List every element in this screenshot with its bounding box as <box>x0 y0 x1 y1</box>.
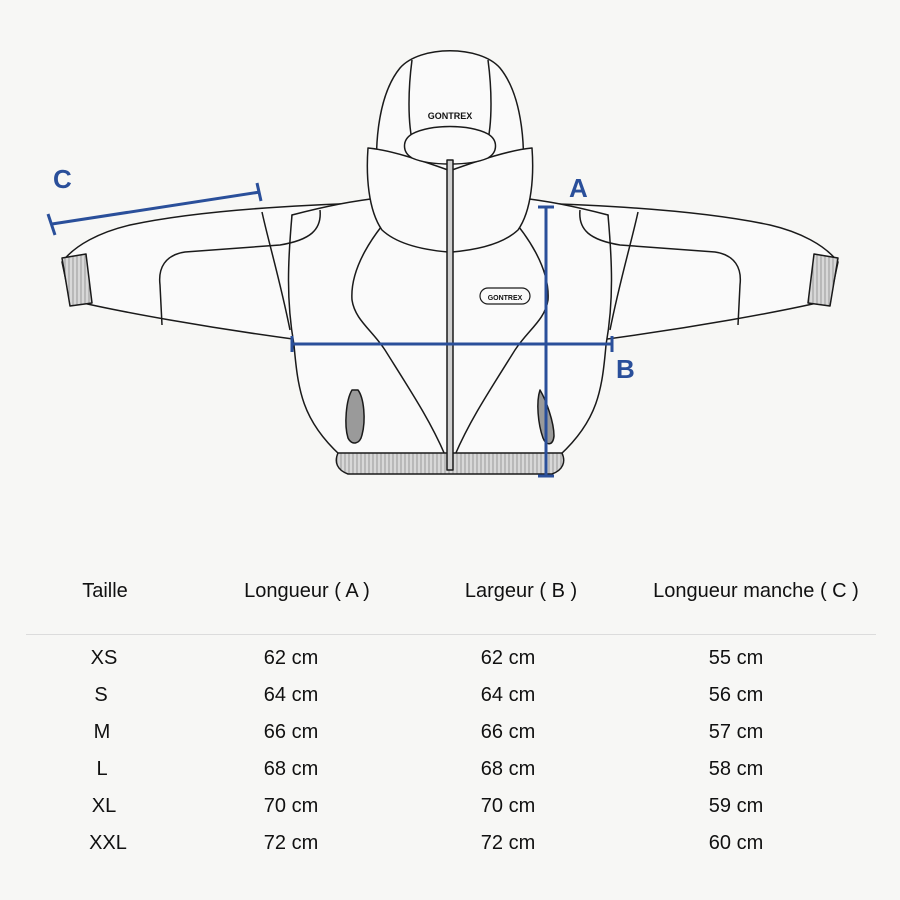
table-row: XXL 72 cm 72 cm 60 cm <box>26 826 876 863</box>
zipper <box>446 159 454 471</box>
size-table: Taille Longueur ( A ) Largeur ( B ) Long… <box>26 560 876 863</box>
cell-size: L <box>96 758 108 780</box>
right-sleeve-panel <box>609 211 639 331</box>
cell-length: 68 cm <box>263 758 319 780</box>
cell-sleeve: 60 cm <box>708 832 764 854</box>
cell-size: XS <box>90 647 118 669</box>
jacket-diagram: GONTREX GONTREX C A B <box>46 50 839 478</box>
cell-width: 70 cm <box>480 795 536 817</box>
cell-length: 70 cm <box>263 795 319 817</box>
table-header: Taille Longueur ( A ) Largeur ( B ) Long… <box>26 560 876 635</box>
left-sleeve-panel <box>261 211 291 331</box>
table-row: L 68 cm 68 cm 58 cm <box>26 752 876 789</box>
table-row: M 66 cm 66 cm 57 cm <box>26 715 876 752</box>
right-cuff <box>807 253 839 307</box>
table-body: XS 62 cm 62 cm 55 cm S 64 cm 64 cm 56 cm… <box>26 635 876 863</box>
left-front-panel <box>351 199 446 456</box>
hood-visor <box>403 125 497 165</box>
cell-sleeve: 55 cm <box>708 647 764 669</box>
cell-sleeve: 58 cm <box>708 758 764 780</box>
left-elbow-panel <box>158 209 321 326</box>
header-taille: Taille <box>82 580 128 602</box>
cell-size: M <box>93 721 111 743</box>
hood-collar-left <box>366 147 449 253</box>
chest-logo-text: GONTREX <box>488 295 523 302</box>
cell-length: 72 cm <box>263 832 319 854</box>
table-row: S 64 cm 64 cm 56 cm <box>26 678 876 715</box>
header-longueur: Longueur ( A ) <box>244 580 370 602</box>
cell-width: 72 cm <box>480 832 536 854</box>
cell-size: S <box>94 684 108 706</box>
hood-logo: GONTREX <box>428 111 473 121</box>
header-largeur: Largeur ( B ) <box>464 580 578 602</box>
cell-width: 62 cm <box>480 647 536 669</box>
cell-sleeve: 57 cm <box>708 721 764 743</box>
measure-label-b: B <box>616 354 635 384</box>
right-front-panel <box>454 199 549 456</box>
cell-width: 68 cm <box>480 758 536 780</box>
measure-line-c <box>51 190 261 226</box>
chest-logo: GONTREX <box>479 287 531 305</box>
measure-lines <box>46 182 614 478</box>
cell-length: 62 cm <box>263 647 319 669</box>
left-cuff <box>61 253 93 307</box>
cell-size: XXL <box>89 832 127 854</box>
hood-logo-text: GONTREX <box>428 111 473 121</box>
jacket-outline <box>61 50 839 475</box>
table-row: XL 70 cm 70 cm 59 cm <box>26 789 876 826</box>
hood-collar-right <box>451 147 534 253</box>
cell-width: 66 cm <box>480 721 536 743</box>
right-elbow-panel <box>579 209 742 326</box>
measure-label-a: A <box>569 173 588 203</box>
cell-sleeve: 59 cm <box>708 795 764 817</box>
cell-length: 64 cm <box>263 684 319 706</box>
cell-length: 66 cm <box>263 721 319 743</box>
header-manche: Longueur manche ( C ) <box>653 580 859 602</box>
left-pocket <box>345 389 365 444</box>
cell-size: XL <box>91 795 117 817</box>
measure-label-c: C <box>53 164 72 194</box>
cell-width: 64 cm <box>480 684 536 706</box>
table-row: XS 62 cm 62 cm 55 cm <box>26 641 876 678</box>
cell-sleeve: 56 cm <box>708 684 764 706</box>
